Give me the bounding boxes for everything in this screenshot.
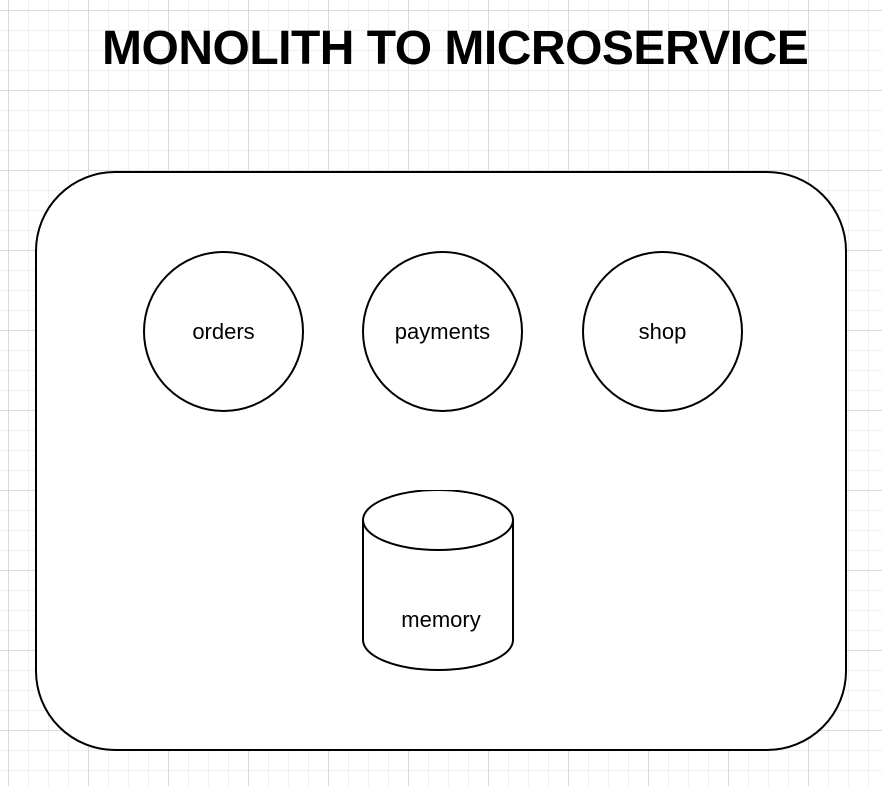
- database-label: memory: [401, 607, 481, 632]
- service-orders-node[interactable]: orders: [143, 251, 304, 412]
- cylinder-database-icon: [362, 490, 514, 671]
- service-payments-node[interactable]: payments: [362, 251, 523, 412]
- service-label: orders: [192, 318, 255, 344]
- page-title: MONOLITH TO MICROSERVICE: [102, 22, 809, 75]
- memory-database-node[interactable]: memory: [361, 490, 515, 674]
- service-label: shop: [638, 318, 687, 344]
- service-shop-node[interactable]: shop: [582, 251, 743, 412]
- service-label: payments: [394, 318, 491, 344]
